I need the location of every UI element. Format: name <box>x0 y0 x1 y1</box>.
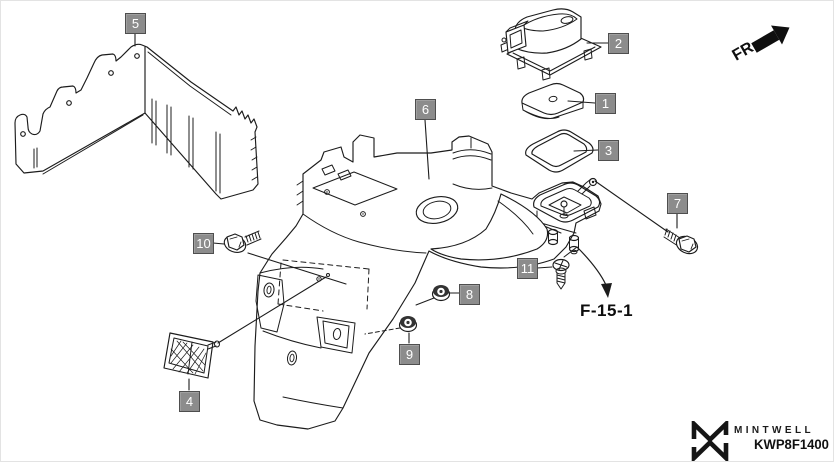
callout-10-flange-bolt: 10 <box>193 233 214 254</box>
rear-fender-part <box>253 134 602 430</box>
reference-arrow <box>576 246 612 298</box>
callout-9-flange-nut: 9 <box>399 344 420 365</box>
seal-gasket-part <box>525 129 594 173</box>
callout-5-heat-guard: 5 <box>125 13 146 34</box>
reference-link-label: F-15-1 <box>580 301 634 320</box>
fr-direction-indicator: FR. <box>730 25 790 64</box>
leader-lines <box>134 32 678 391</box>
mintwell-logo-icon <box>691 421 729 461</box>
heat-guard-panel-part <box>14 43 259 200</box>
callout-6-rear-fender: 6 <box>415 99 436 120</box>
pad-part <box>521 82 585 120</box>
reflector-part <box>163 332 220 379</box>
callout-8-flange-nut: 8 <box>459 284 480 305</box>
control-unit-part <box>500 8 602 81</box>
callout-3-seal-gasket: 3 <box>598 140 619 161</box>
callout-7-flange-bolt: 7 <box>667 193 688 214</box>
callout-4-reflector: 4 <box>179 391 200 412</box>
callout-11-screw: 11 <box>517 258 538 279</box>
callout-1-pad: 1 <box>595 93 616 114</box>
flange-nut-8-part <box>415 285 451 306</box>
flange-bolt-7-part <box>663 228 699 255</box>
brand-name: MINTWELL <box>734 425 814 436</box>
fr-arrow-icon <box>751 25 790 53</box>
flange-nut-9-part <box>364 316 418 335</box>
diagram-part-code: KWP8F1400 <box>754 437 829 452</box>
callout-2-control-unit: 2 <box>608 33 629 54</box>
flange-bolt-10-part <box>223 230 262 253</box>
screw-11-part <box>552 246 578 290</box>
